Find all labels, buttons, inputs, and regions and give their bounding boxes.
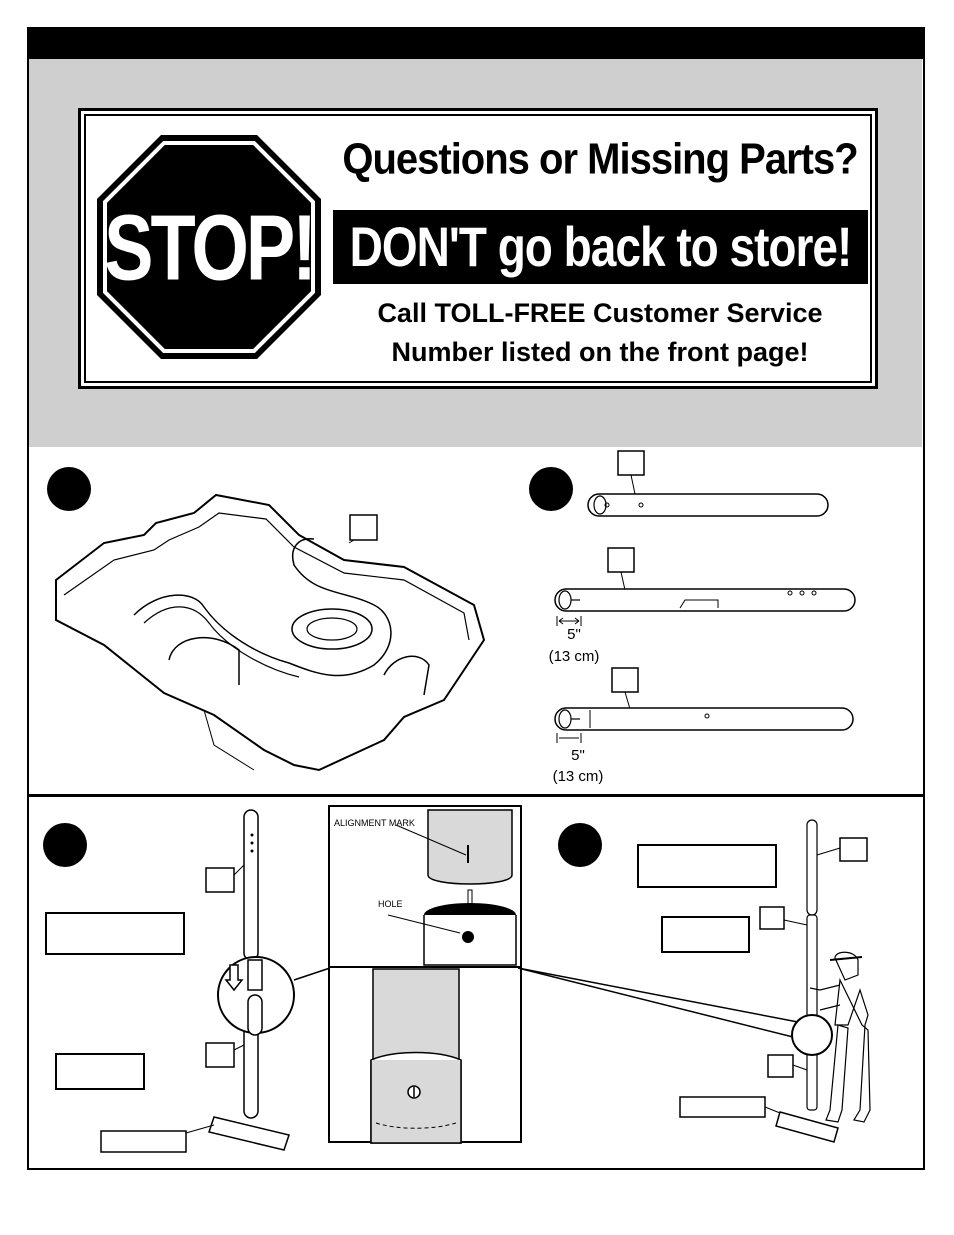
- section-divider: [29, 794, 923, 797]
- pole-b-dimension-cm: (13 cm): [552, 768, 604, 785]
- stop-word: STOP!: [104, 195, 317, 299]
- pole-a-dimension-in: 5": [567, 626, 581, 643]
- person-assembly-illustration: [637, 819, 871, 1143]
- alignment-detail-inset: [328, 805, 522, 1144]
- toll-free-line-1: Call TOLL-FREE Customer Service: [377, 298, 823, 328]
- missing-parts-headline: Questions or Missing Parts?: [342, 134, 858, 184]
- header-bar: [27, 27, 925, 59]
- stop-sign-icon: [97, 135, 321, 359]
- dont-go-back-strip: DON'T go back to store!: [333, 210, 868, 284]
- toll-free-line-2: Number listed on the front page!: [391, 337, 809, 367]
- stop-banner: STOP! Questions or Missing Parts? DON'T …: [78, 108, 878, 389]
- base-illustration: [55, 493, 486, 772]
- pole-parts-illustration: [554, 450, 856, 743]
- pole-assembly-illustration: [45, 809, 295, 1153]
- alignment-mark-label: ALIGNMENT MARK: [334, 818, 415, 828]
- pole-a-dimension-cm: (13 cm): [548, 648, 600, 665]
- step-marker-4: [558, 823, 602, 867]
- step-marker-2: [529, 467, 573, 511]
- hole-label: HOLE: [378, 899, 403, 909]
- step-marker-1: [47, 467, 91, 511]
- dont-go-back-text: DON'T go back to store!: [349, 215, 853, 279]
- pole-b-dimension-in: 5": [571, 747, 585, 764]
- step-marker-3: [43, 823, 87, 867]
